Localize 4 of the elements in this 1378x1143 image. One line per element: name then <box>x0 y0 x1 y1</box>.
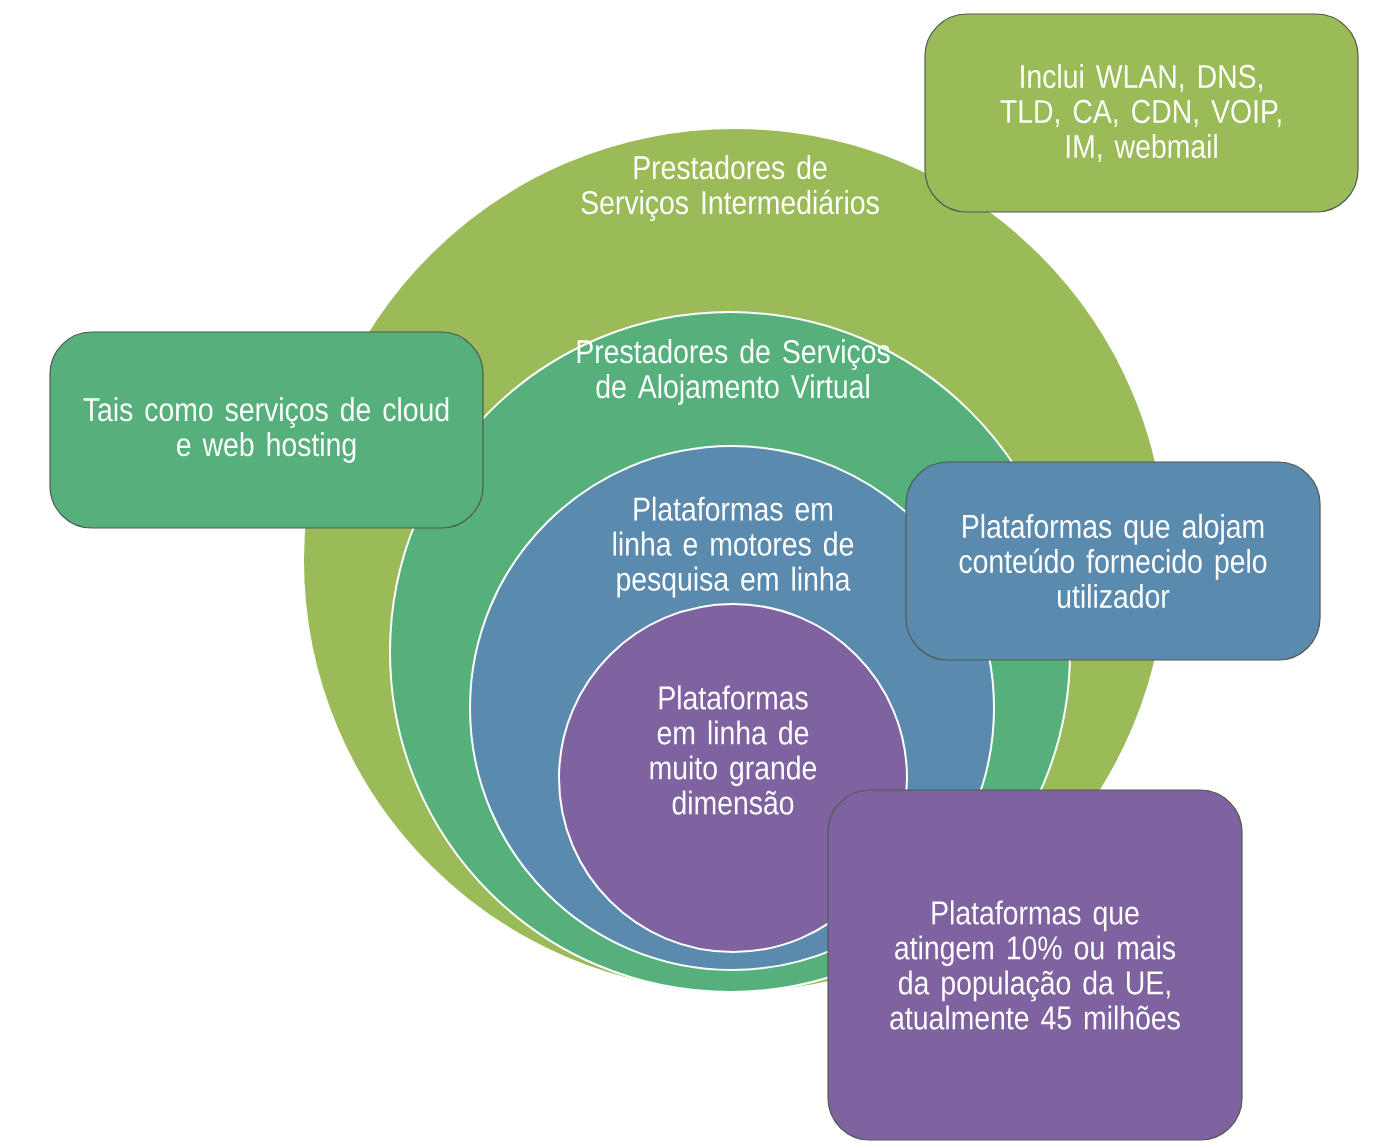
rounded-box: Inclui WLAN, DNS, TLD, CA, CDN, VOIP, IM, webmail <box>924 13 1359 213</box>
rounded-box: Plataformas que atingem 10% ou mais da população da UE, atualmente 45 milhões <box>827 789 1243 1141</box>
rounded-box: Tais como serviços de cloud e web hosting <box>49 331 484 529</box>
rounded-box: Plataformas que alojam conteúdo fornecido pelo utilizador <box>905 461 1321 661</box>
